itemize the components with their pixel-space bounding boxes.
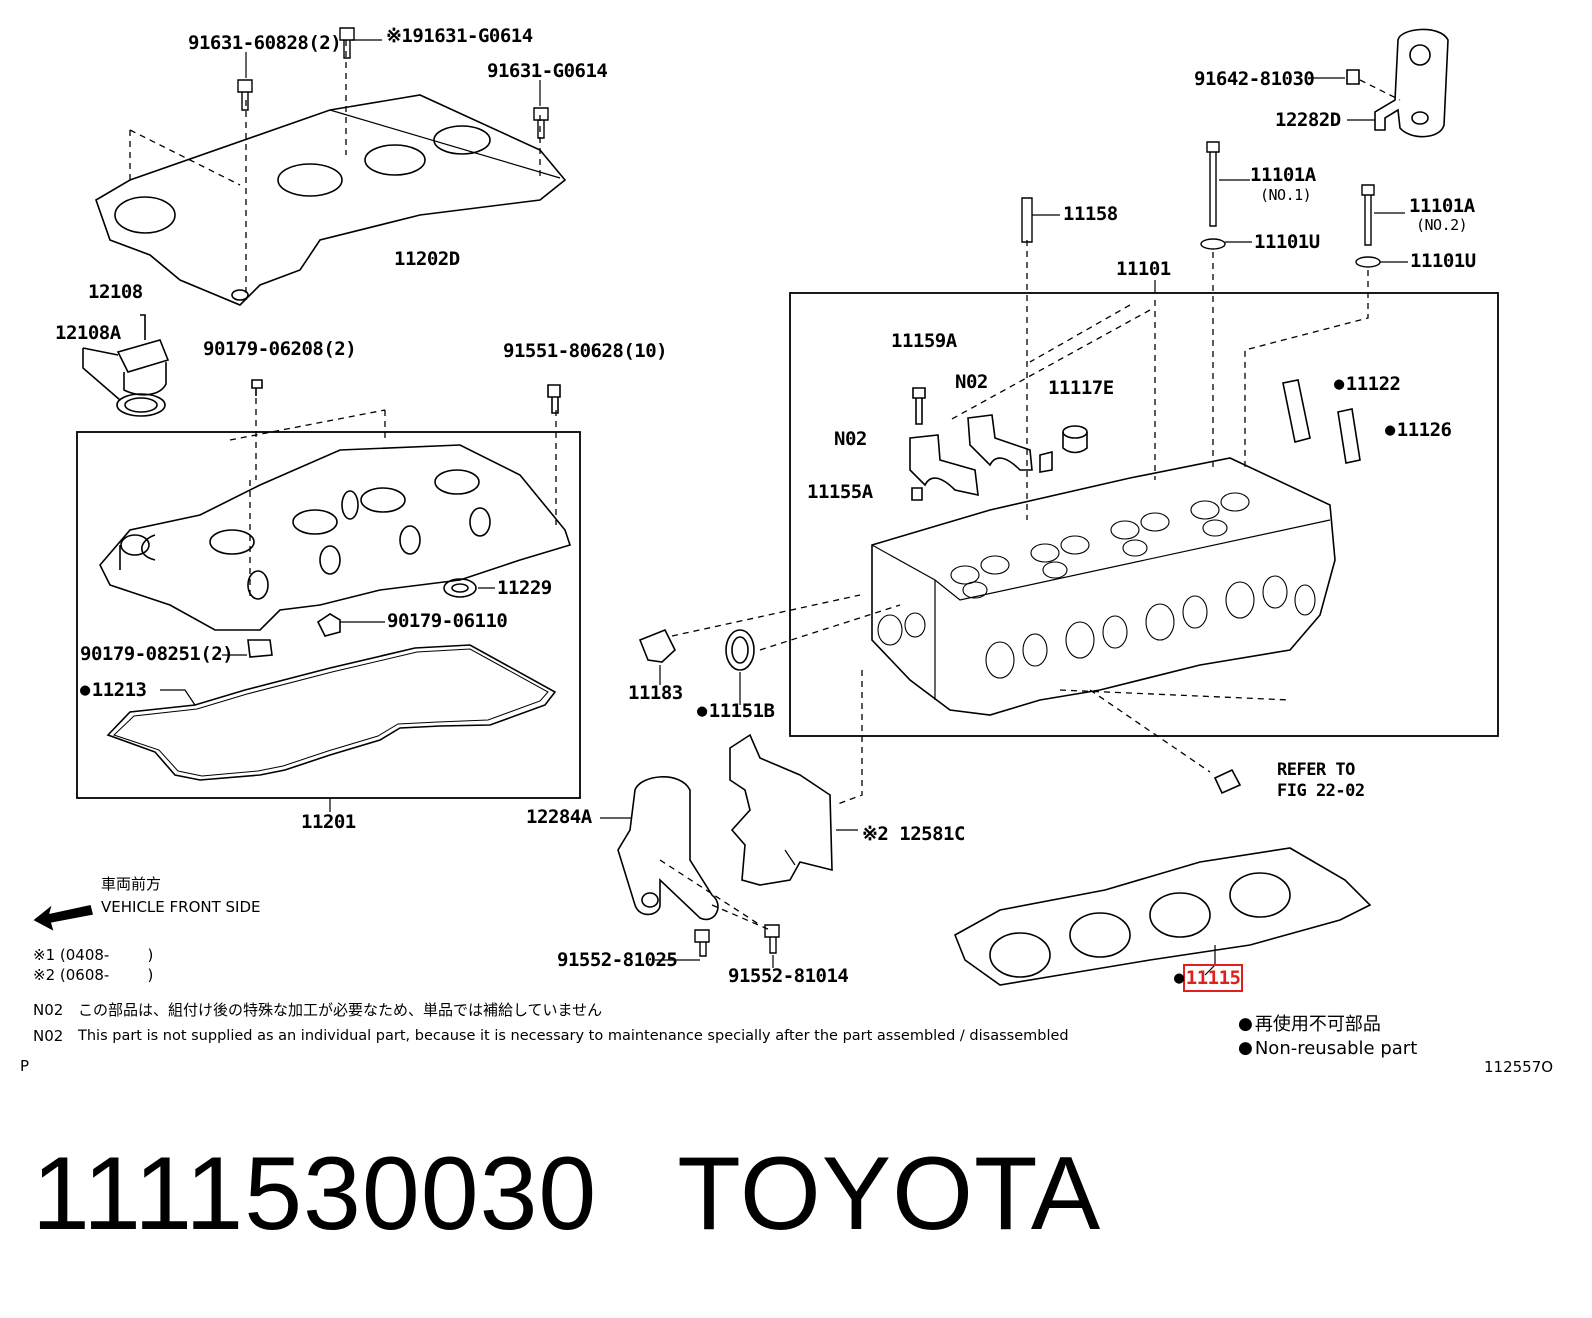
front-arrow-icon (33, 905, 93, 931)
label-refer-fig: FIG 22-02 (1277, 781, 1365, 801)
range-note-2: ※2 (0608- ) (33, 966, 154, 984)
cover-dashes (229, 398, 557, 600)
label-12581c: ※2 12581C (862, 823, 965, 845)
label-91552-81025: 91552-81025 (557, 949, 678, 971)
dowel-pin (1213, 768, 1242, 795)
cover-group-box (76, 431, 581, 799)
label-91631-60828: 91631-60828(2) (188, 32, 342, 54)
label-12282d: 12282D (1275, 109, 1341, 131)
n02-en-code: N02 (33, 1027, 64, 1045)
label-12284a: 12284A (526, 806, 592, 828)
label-11159a: 11159A (891, 330, 957, 352)
engine-hanger-12282d (1310, 28, 1449, 138)
figure-code: 112557O (1484, 1058, 1554, 1076)
label-91552-81014: 91552-81014 (728, 965, 849, 987)
head-bolts (1021, 141, 1381, 268)
cylinder-head-11101 (871, 457, 1336, 716)
highlighted-part-number[interactable]: 11115 (1182, 964, 1244, 992)
label-11201: 11201 (301, 811, 356, 833)
label-n02-b: N02 (834, 428, 867, 450)
label-91642-81030: 91642-81030 (1194, 68, 1315, 90)
label-n02-a: N02 (955, 371, 988, 393)
valve-cover-11201 (99, 444, 572, 631)
label-12108: 12108 (88, 281, 143, 303)
brand-name: TOYOTA (677, 1136, 1102, 1252)
timing-case-12581c (729, 733, 858, 886)
label-11101a-no2-sub: (NO.2) (1416, 216, 1468, 234)
label-refer-to: REFER TO (1277, 760, 1355, 780)
n02-jp-code: N02 (33, 1001, 64, 1019)
cover-plate-11202d (95, 94, 567, 306)
oil-filler-cap (82, 314, 170, 417)
bolts-bottom (655, 924, 780, 968)
label-90179-08251: 90179-08251(2) (80, 643, 234, 665)
label-11101u-2: 11101U (1410, 250, 1476, 272)
head-small-parts (909, 379, 1361, 501)
front-side-en: VEHICLE FRONT SIDE (101, 898, 261, 916)
head-gasket-11115 (953, 847, 1372, 986)
label-11183: 11183 (628, 682, 683, 704)
label-11151b: 11151B (697, 702, 775, 721)
legend-en: Non-reusable part (1238, 1040, 1417, 1058)
cover-small-parts (247, 379, 561, 658)
label-11101: 11101 (1116, 258, 1171, 280)
p-mark: P (20, 1057, 30, 1075)
legend-jp: 再使用不可部品 (1238, 1016, 1381, 1034)
part-number: 1111530030 (32, 1136, 598, 1252)
label-11229: 11229 (497, 577, 552, 599)
label-11117e: 11117E (1048, 377, 1114, 399)
range-note-1: ※1 (0408- ) (33, 946, 154, 964)
n02-en-text: This part is not supplied as an individu… (78, 1028, 1069, 1044)
front-side-jp: 車両前方 (101, 875, 162, 893)
label-11126: 11126 (1385, 421, 1452, 440)
label-11155a: 11155A (807, 481, 873, 503)
label-91631-g0614: 91631-G0614 (487, 60, 608, 82)
label-11213: 11213 (80, 681, 147, 700)
label-91551-80628: 91551-80628(10) (503, 340, 668, 362)
label-11101u-1: 11101U (1254, 231, 1320, 253)
head-dashes (659, 240, 1369, 931)
label-11101a-no2: 11101A (1409, 195, 1475, 217)
bracket-12284a (600, 776, 719, 921)
label-90179-06208: 90179-06208(2) (203, 338, 357, 360)
cylinder-head-box (789, 292, 1499, 737)
n02-jp-text: この部品は、組付け後の特殊な加工が必要なため、単品では補給していません (78, 1001, 603, 1019)
label-11101a-no1-sub: (NO.1) (1260, 186, 1312, 204)
label-11101a-no1: 11101A (1250, 164, 1316, 186)
valve-cover-gasket-11213 (106, 644, 557, 781)
label-90179-06110: 90179-06110 (387, 610, 508, 632)
label-11202d: 11202D (394, 248, 460, 270)
label-12108a: 12108A (55, 322, 121, 344)
label-11122: 11122 (1334, 375, 1401, 394)
label-11115[interactable]: 11115 (1174, 964, 1244, 992)
label-91631-g0614-1: ※191631-G0614 (386, 25, 533, 47)
bolts-top (237, 27, 549, 139)
label-11158: 11158 (1063, 203, 1118, 225)
cover-plate-dashes (129, 40, 541, 300)
